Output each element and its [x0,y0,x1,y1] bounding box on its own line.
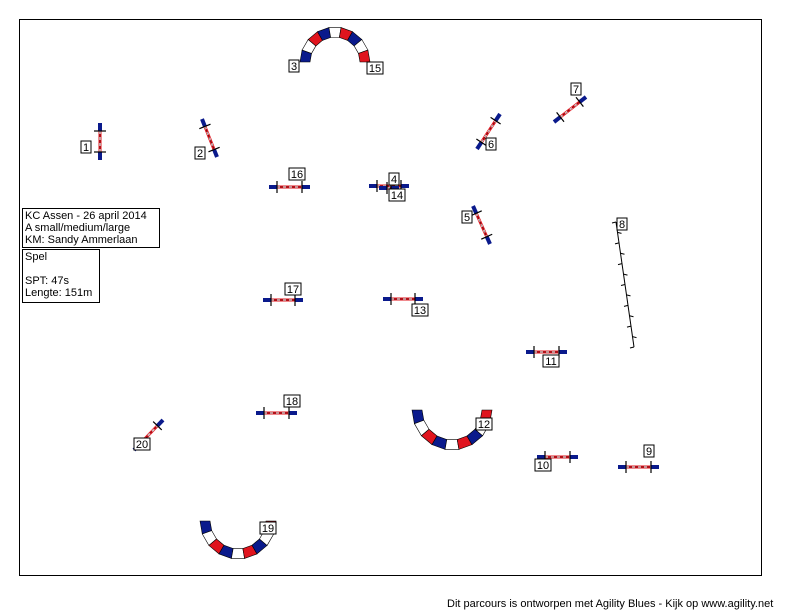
obstacle-number-label-3: 3 [288,59,300,73]
obstacle-number: 1 [83,142,89,154]
jump-obstacle-13 [383,293,423,305]
obstacle-number: 7 [573,84,579,96]
stats-separator: ________________ [25,263,97,271]
course-info-line2: A small/medium/large [25,222,131,234]
jump-obstacle-16 [269,181,310,193]
obstacle-number-label-20: 20 [133,437,151,451]
jump-obstacle-17 [263,294,303,306]
jump-obstacle-2 [199,118,220,158]
obstacle-number: 11 [545,356,556,368]
obstacle-number: 10 [537,460,549,472]
obstacle-number: 6 [488,139,494,151]
obstacle-number: 15 [369,63,381,75]
jump-obstacle-11 [526,346,567,358]
obstacle-number-label-4: 4 [388,172,400,186]
obstacle-number: 3 [291,61,297,73]
jump-obstacle-5 [470,205,493,245]
obstacle-number-label-14: 14 [388,188,406,202]
jump-obstacle-9 [618,461,659,473]
stats-class-name: Spel [25,251,48,263]
stats-length: Lengte: 151m [25,287,93,299]
obstacle-number: 18 [286,396,298,408]
obstacle-number-label-10: 10 [534,458,552,472]
obstacle-number: 2 [197,148,203,160]
obstacle-number-label-18: 18 [283,394,301,408]
obstacle-number-label-7: 7 [570,82,582,96]
course-info-line3: KM: Sandy Ammerlaan [25,234,138,246]
obstacle-number: 8 [619,219,625,231]
tunnel-obstacle-12 [411,409,493,450]
course-info-box: KC Assen - 26 april 2014 A small/medium/… [22,208,160,248]
obstacle-number-label-9: 9 [643,444,655,458]
jump-obstacle-6 [475,112,502,151]
obstacle-number: 14 [391,190,403,202]
course-info-line1: KC Assen - 26 april 2014 [25,210,147,222]
jump-obstacle-18 [256,407,297,419]
weave-obstacle-8 [611,221,637,349]
stats-spt: SPT: 47s [25,275,70,287]
obstacle-number: 20 [136,439,148,451]
field-border [19,19,762,576]
obstacle-number-label-11: 11 [542,354,560,368]
obstacle-number: 17 [287,284,299,296]
obstacle-number: 5 [464,212,470,224]
obstacles-layer [94,27,659,559]
obstacle-number-label-2: 2 [194,146,206,160]
obstacle-number: 19 [262,523,274,535]
obstacle-number: 4 [391,174,397,186]
jump-obstacle-1 [94,123,106,160]
obstacle-number: 13 [414,305,426,317]
obstacle-number: 9 [646,446,652,458]
obstacle-number: 12 [478,419,490,431]
obstacle-number-label-13: 13 [411,303,429,317]
obstacle-number: 16 [291,169,303,181]
obstacle-number-label-1: 1 [80,140,92,154]
obstacle-number-label-8: 8 [616,217,628,231]
obstacle-number-label-19: 19 [259,521,277,535]
obstacle-number-label-6: 6 [485,137,497,151]
tunnel-obstacle-3 [299,27,371,63]
obstacle-number-label-15: 15 [366,61,384,75]
course-stats-box: Spel ________________ SPT: 47s Lengte: 1… [22,249,100,303]
obstacle-number-label-12: 12 [475,417,493,431]
jump-obstacle-7 [552,95,588,124]
footer-credit: Dit parcours is ontworpen met Agility Bl… [447,598,774,610]
obstacle-number-label-5: 5 [461,210,473,224]
jump-obstacle-10 [537,451,578,463]
obstacle-number-label-16: 16 [288,167,306,181]
obstacle-number-label-17: 17 [284,282,302,296]
